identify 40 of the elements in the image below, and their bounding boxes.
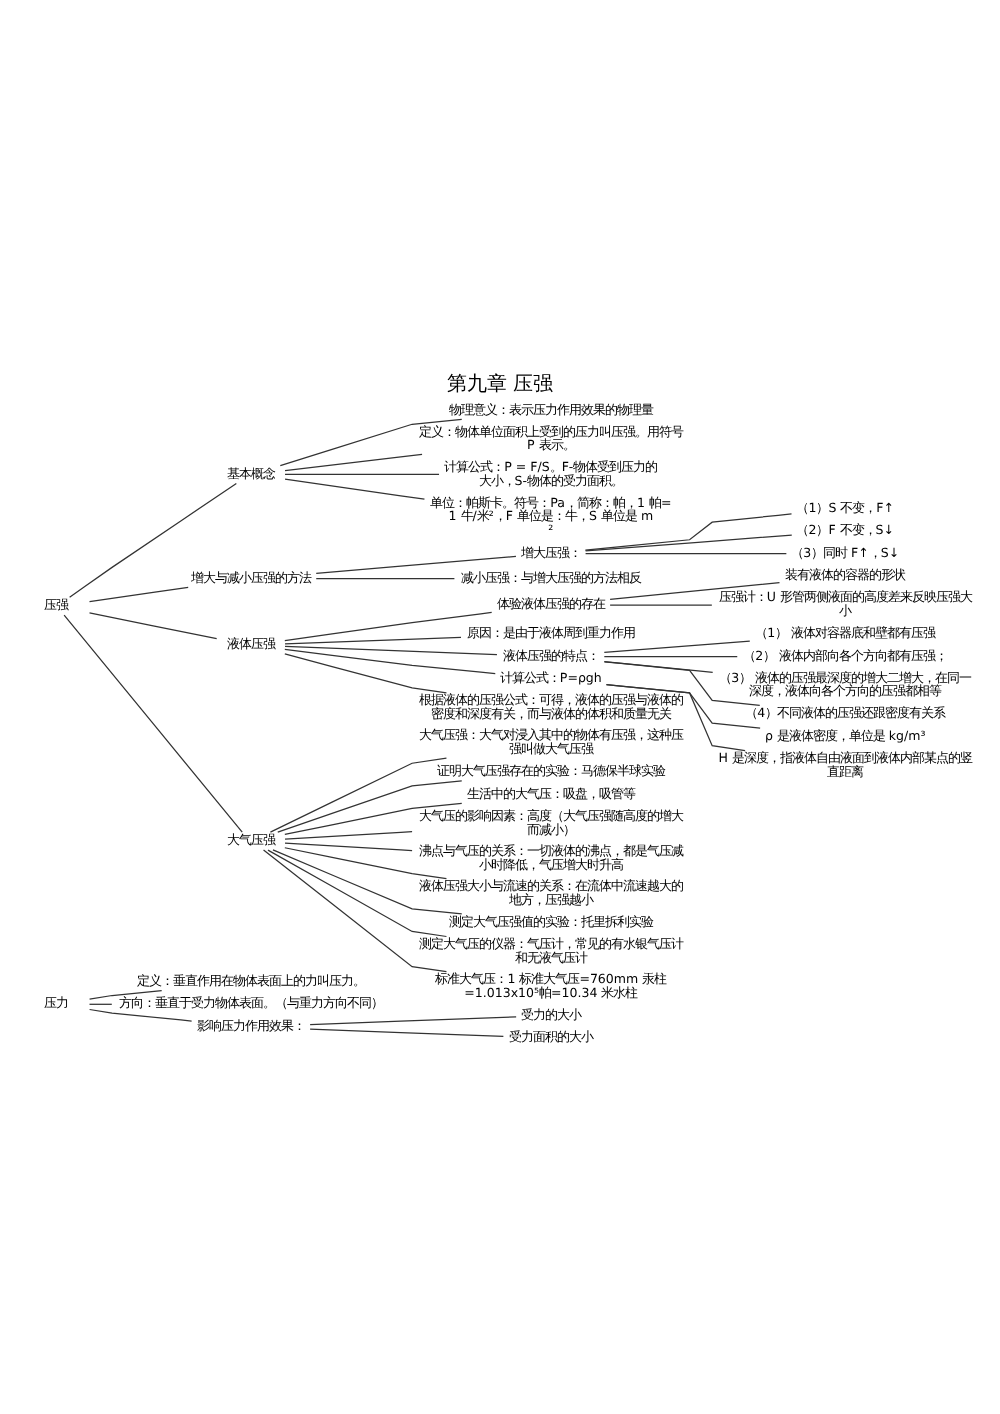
connector: [309, 1027, 504, 1037]
connector: [277, 779, 463, 832]
connector: [284, 830, 413, 839]
connector: [279, 417, 463, 466]
connector: [603, 660, 714, 673]
connector: [584, 512, 793, 550]
connector: [262, 848, 448, 972]
connector: [284, 477, 426, 499]
connector: [603, 660, 761, 706]
connector: [284, 644, 498, 655]
connector: [88, 1007, 193, 1021]
connector: [315, 577, 456, 579]
connector: [272, 848, 463, 914]
connector: [63, 613, 243, 832]
connector: [603, 654, 738, 657]
connector: [309, 1015, 517, 1025]
connector: [284, 635, 462, 644]
connector: [284, 472, 440, 475]
connector: [269, 756, 448, 832]
connector: [284, 610, 493, 641]
connector: [605, 682, 746, 751]
connector: [88, 611, 218, 639]
connector: [284, 647, 496, 674]
connector: [267, 848, 448, 937]
connector: [584, 533, 793, 551]
connector: [284, 801, 463, 835]
connector: [284, 452, 423, 471]
connector: [315, 554, 517, 573]
connector: [284, 652, 448, 693]
connector: [284, 841, 413, 851]
connector: [88, 585, 189, 602]
connector: [609, 580, 781, 599]
connector: [609, 603, 713, 605]
connector: [584, 551, 787, 554]
connector: [69, 481, 237, 597]
connector: [88, 988, 163, 999]
connector: [603, 639, 751, 653]
connector: [88, 1002, 113, 1004]
diagram-title: 第九章 压强: [446, 373, 554, 396]
connector: [284, 846, 448, 879]
